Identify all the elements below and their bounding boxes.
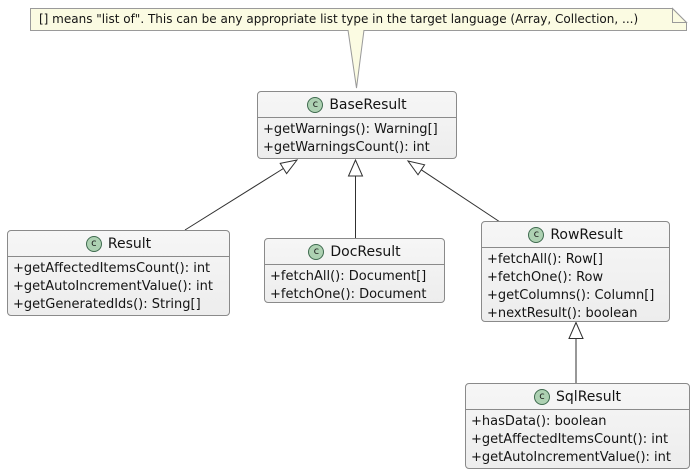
inheritance-arrow-rowresult-baseresult: [406, 160, 501, 223]
class-member: +getWarnings(): Warning[]: [263, 122, 438, 137]
class-icon: C: [528, 226, 545, 243]
class-member: +getGeneratedIds(): String[]: [13, 297, 201, 312]
class-member-list: +hasData(): boolean +getAffectedItemsCou…: [466, 410, 689, 467]
class-member-list: +fetchAll(): Row[] +fetchOne(): Row +get…: [482, 248, 669, 323]
class-icon: C: [307, 96, 324, 113]
class-header: C SqlResult: [466, 384, 689, 410]
class-member: +getAutoIncrementValue(): int: [13, 279, 214, 294]
class-box-result: C Result +getAffectedItemsCount(): int +…: [7, 230, 230, 316]
class-member: +getAffectedItemsCount(): int: [471, 432, 669, 447]
class-member: +getWarningsCount(): int: [263, 140, 430, 155]
class-name: RowResult: [550, 226, 623, 243]
inheritance-arrow-sqlresult-rowresult: [568, 321, 584, 383]
note-shape: [30, 8, 687, 31]
class-icon: C: [534, 388, 551, 405]
class-box-docresult: C DocResult +fetchAll(): Document[] +fet…: [264, 238, 445, 303]
class-header: C Result: [8, 231, 229, 257]
class-name: Result: [107, 235, 152, 252]
inheritance-arrow-docresult-baseresult: [347, 158, 364, 238]
class-member-list: +getAffectedItemsCount(): int +getAutoIn…: [8, 257, 229, 314]
class-member: +fetchAll(): Row[]: [487, 252, 603, 267]
class-member: +getColumns(): Column[]: [487, 288, 655, 303]
class-member: +fetchAll(): Document[]: [270, 269, 427, 284]
class-member-list: +getWarnings(): Warning[] +getWarningsCo…: [258, 118, 456, 157]
class-header: C DocResult: [265, 239, 444, 265]
class-box-baseresult: C BaseResult +getWarnings(): Warning[] +…: [257, 91, 457, 159]
note-tail-outline: [347, 29, 365, 89]
class-header: C BaseResult: [258, 92, 456, 118]
inheritance-arrow-result-baseresult: [184, 159, 299, 231]
class-member: +nextResult(): boolean: [487, 306, 638, 321]
note-fold-corner: [672, 7, 688, 23]
note: [] means "list of". This can be any appr…: [39, 12, 639, 26]
class-member: +hasData(): boolean: [471, 414, 607, 429]
note-tail: [348, 30, 364, 88]
class-member: +getAffectedItemsCount(): int: [13, 261, 211, 276]
class-member-list: +fetchAll(): Document[] +fetchOne(): Doc…: [265, 265, 444, 304]
class-icon: C: [85, 235, 102, 252]
class-member: +getAutoIncrementValue(): int: [471, 450, 672, 465]
class-name: BaseResult: [329, 96, 407, 113]
class-member: +fetchOne(): Row: [487, 270, 604, 285]
class-name: DocResult: [330, 243, 401, 260]
class-box-sqlresult: C SqlResult +hasData(): boolean +getAffe…: [465, 383, 690, 469]
class-box-rowresult: C RowResult +fetchAll(): Row[] +fetchOne…: [481, 221, 670, 322]
class-member: +fetchOne(): Document: [270, 287, 427, 302]
class-header: C RowResult: [482, 222, 669, 248]
class-icon: C: [308, 243, 325, 260]
class-name: SqlResult: [556, 388, 621, 405]
